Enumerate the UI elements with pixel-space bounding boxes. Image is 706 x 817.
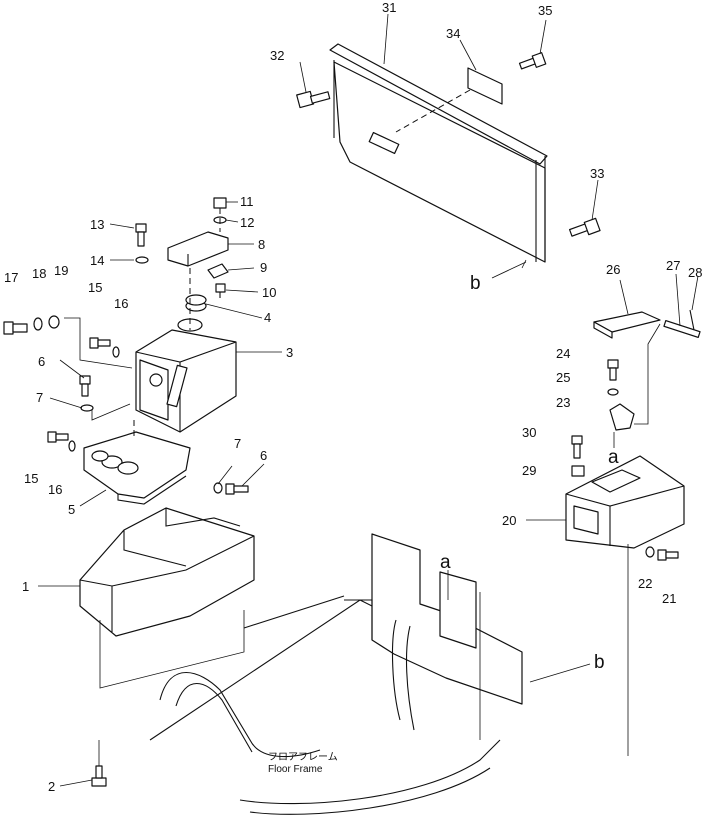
callout-5: 5 <box>68 502 75 517</box>
panel-31 <box>329 43 548 263</box>
bolt-33 <box>568 217 601 237</box>
washer-7-lower <box>213 482 223 494</box>
bracket-23 <box>609 403 635 431</box>
bolt-6-upper <box>79 375 91 397</box>
callout-20: 20 <box>502 513 516 528</box>
callout-11: 11 <box>240 194 254 209</box>
bolt-24 <box>607 359 619 381</box>
callout-32: 32 <box>270 48 284 63</box>
callout-22: 22 <box>638 576 652 591</box>
bolt-15-lower <box>47 431 69 443</box>
callout-6-upper: 6 <box>38 354 45 369</box>
floor-frame <box>149 533 523 815</box>
ref-lines <box>447 259 615 683</box>
callout-31: 31 <box>382 0 396 15</box>
callout-10: 10 <box>262 285 276 300</box>
bolt-15-upper <box>89 337 111 349</box>
callout-17: 17 <box>4 270 18 285</box>
pin-27 <box>663 319 701 339</box>
callout-3: 3 <box>286 345 293 360</box>
callout-15-upper: 15 <box>88 280 102 295</box>
callout-12: 12 <box>240 215 254 230</box>
caption-japanese: フロアフレーム <box>268 751 338 763</box>
ref-b-top: b <box>470 273 481 294</box>
bolt-13 <box>135 223 147 247</box>
bracket-8 <box>167 231 229 267</box>
callout-7-upper: 7 <box>36 390 43 405</box>
callout-30: 30 <box>522 425 536 440</box>
callout-26: 26 <box>606 262 620 277</box>
bolt-30 <box>571 435 583 459</box>
callout-15-lower: 15 <box>24 471 38 486</box>
callout-6-lower: 6 <box>260 448 267 463</box>
bolt-17 <box>3 321 28 335</box>
washer-19 <box>48 315 60 329</box>
washer-16-lower <box>68 440 76 452</box>
callout-34: 34 <box>446 26 460 41</box>
callout-7-lower: 7 <box>234 436 241 451</box>
callout-25: 25 <box>556 370 570 385</box>
pin-28 <box>689 309 695 331</box>
washer-16-upper <box>112 346 120 358</box>
callout-21: 21 <box>662 591 676 606</box>
callout-35: 35 <box>538 3 552 18</box>
base-1 <box>79 507 255 637</box>
ref-b-bottom: b <box>594 652 605 673</box>
cover-5 <box>83 431 191 505</box>
callout-8: 8 <box>258 237 265 252</box>
washer-14 <box>135 256 149 264</box>
callout-33: 33 <box>590 166 604 181</box>
ref-a-top: a <box>608 447 619 468</box>
callout-19: 19 <box>54 263 68 278</box>
callout-23: 23 <box>556 395 570 410</box>
control-box-3 <box>135 318 237 433</box>
bolt-21 <box>657 549 679 561</box>
ref-a-bottom: a <box>440 552 451 573</box>
bolt-6-lower <box>225 483 249 495</box>
washer-18 <box>33 317 43 331</box>
callout-labels: 1 2 3 4 5 6 6 7 7 8 9 10 11 12 13 14 15 … <box>4 0 702 794</box>
callout-1: 1 <box>22 579 29 594</box>
callout-16-upper: 16 <box>114 296 128 311</box>
callout-14: 14 <box>90 253 104 268</box>
washer-22 <box>645 546 655 558</box>
bolt-35 <box>518 52 547 70</box>
floor-frame-caption: フロアフレーム Floor Frame <box>268 751 338 775</box>
caption-english: Floor Frame <box>268 764 323 775</box>
plate-26 <box>593 311 661 339</box>
callout-16-lower: 16 <box>48 482 62 497</box>
screw-10 <box>215 283 226 298</box>
callout-18: 18 <box>32 266 46 281</box>
callout-28: 28 <box>688 265 702 280</box>
washer-7-upper <box>80 404 94 412</box>
plate-34 <box>467 67 503 105</box>
callout-9: 9 <box>260 260 267 275</box>
cap-4 <box>185 294 207 312</box>
callout-29: 29 <box>522 463 536 478</box>
reference-letters: b a a b <box>440 273 619 673</box>
bolt-2 <box>91 765 107 787</box>
box-20 <box>565 455 685 549</box>
callout-2: 2 <box>48 779 55 794</box>
callout-27: 27 <box>666 258 680 273</box>
clip-9 <box>207 263 229 279</box>
nut-11 <box>213 197 227 209</box>
callout-24: 24 <box>556 346 570 361</box>
callout-13: 13 <box>90 217 104 232</box>
nut-29 <box>571 465 585 477</box>
leader-lines <box>38 13 699 787</box>
callout-4: 4 <box>264 310 271 325</box>
washer-25 <box>607 388 619 396</box>
bolt-32 <box>296 90 331 109</box>
